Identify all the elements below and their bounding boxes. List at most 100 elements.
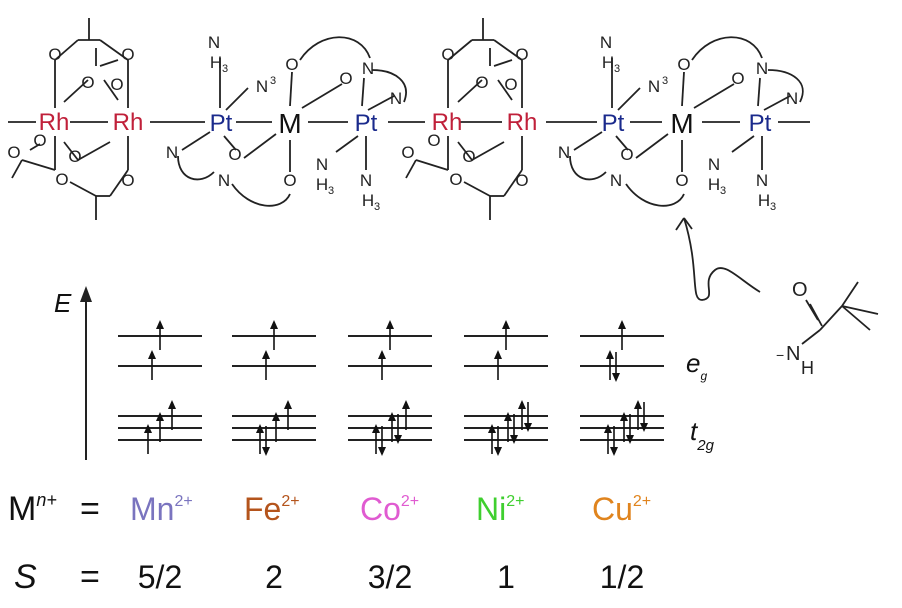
svg-text:O: O (677, 55, 690, 74)
energy-axis: E (54, 286, 92, 460)
svg-text:O: O (48, 45, 61, 64)
spin-value: 1/2 (600, 559, 644, 595)
spin-up-arrow (402, 400, 410, 430)
spin-down-arrow (378, 426, 386, 456)
svg-text:N: N (756, 59, 768, 78)
svg-text:H: H (316, 175, 328, 194)
chain-small-atoms-2: O O O O O O O O O O O O O N N N N N H N … (401, 33, 798, 210)
ion-label: Co2+ (360, 491, 419, 527)
pt-atom-label: Pt (210, 110, 233, 137)
svg-text:H: H (210, 53, 222, 72)
energy-axis-label: E (54, 288, 72, 318)
spin-value: 2 (265, 559, 283, 595)
spin-up-arrow (156, 320, 164, 350)
pt-atom-label: Pt (355, 110, 378, 137)
svg-text:O: O (515, 171, 528, 190)
spin-up-arrow (270, 320, 278, 350)
svg-text:N: N (360, 171, 372, 190)
eg-label: eg (686, 348, 707, 383)
rh-atom-label: Rh (507, 109, 538, 136)
svg-text:O: O (110, 75, 123, 94)
spin-up-arrow (284, 400, 292, 430)
svg-text:O: O (228, 145, 241, 164)
ligand-hydrogen: H (801, 358, 814, 378)
ion-label: Cu2+ (592, 491, 651, 527)
svg-text:N: N (218, 171, 230, 190)
svg-text:N: N (316, 155, 328, 174)
svg-text:N: N (390, 89, 402, 108)
svg-text:O: O (55, 170, 68, 189)
svg-text:O: O (121, 171, 134, 190)
svg-text:O: O (81, 73, 94, 92)
spin-down-arrow (262, 426, 270, 456)
spin-up-arrow (378, 350, 386, 380)
chain-unit-1-labels: Rh Rh Pt M Pt (39, 108, 378, 139)
orbital-column (232, 320, 316, 456)
orbital-levels (118, 320, 664, 456)
spin-up-arrow (606, 350, 614, 380)
svg-text:O: O (7, 143, 20, 162)
spin-down-arrow (626, 414, 634, 444)
metal-m-label: M (278, 108, 301, 139)
svg-text:N: N (362, 59, 374, 78)
svg-text:N: N (600, 33, 612, 52)
svg-text:H: H (758, 191, 770, 210)
spin-up-arrow (518, 400, 526, 430)
t2g-label: t2g (690, 416, 715, 454)
spin-up-arrow (494, 350, 502, 380)
orbital-column (580, 320, 664, 456)
svg-text:3: 3 (374, 201, 380, 213)
svg-text:N: N (610, 171, 622, 190)
rh-atom-label: Rh (113, 109, 144, 136)
ion-row-label: Mn+ (8, 490, 57, 528)
spin-down-arrow (640, 402, 648, 432)
chain-structure (8, 18, 810, 220)
svg-text:O: O (675, 171, 688, 190)
svg-text:O: O (68, 147, 81, 166)
svg-text:N: N (648, 77, 660, 96)
svg-text:O: O (121, 45, 134, 64)
spin-up-arrow (504, 412, 512, 442)
nh3-subscripts: 3 3 3 3 3 3 3 3 (222, 63, 776, 213)
spin-down-arrow (524, 402, 532, 432)
spin-up-arrow (386, 320, 394, 350)
svg-text:3: 3 (662, 75, 668, 87)
ligand-charge: − (776, 347, 784, 363)
svg-text:O: O (33, 131, 46, 150)
chain-small-atoms-1: O O O O O O O O O O O O O N N N N N H N … (7, 33, 402, 210)
spin-up-arrow (634, 400, 642, 430)
spin-value: 3/2 (368, 559, 412, 595)
svg-text:O: O (731, 69, 744, 88)
spin-up-arrow (262, 350, 270, 380)
spin-row-label: S (14, 558, 37, 596)
pt-atom-label: Pt (749, 110, 772, 137)
orbital-column (118, 320, 202, 454)
svg-text:H: H (362, 191, 374, 210)
spin-down-arrow (394, 414, 402, 444)
spin-up-arrow (372, 424, 380, 454)
svg-text:O: O (285, 55, 298, 74)
orbital-column (464, 320, 548, 456)
spin-up-arrow (168, 400, 176, 430)
spin-value: 5/2 (138, 559, 182, 595)
svg-text:N: N (558, 143, 570, 162)
svg-text:H: H (602, 53, 614, 72)
pt-atom-label: Pt (602, 110, 625, 137)
ion-label: Ni2+ (476, 491, 524, 527)
svg-text:N: N (166, 143, 178, 162)
spin-row-equals: = (80, 558, 100, 596)
ion-row-equals: = (80, 490, 100, 528)
ion-label: Mn2+ (130, 491, 193, 527)
spin-up-arrow (272, 412, 280, 442)
spin-down-arrow (510, 414, 518, 444)
svg-text:3: 3 (328, 185, 334, 197)
svg-text:O: O (620, 145, 633, 164)
svg-text:3: 3 (270, 75, 276, 87)
metal-m-label: M (670, 108, 693, 139)
rh-atom-label: Rh (39, 109, 70, 136)
svg-text:O: O (401, 143, 414, 162)
svg-text:O: O (283, 171, 296, 190)
